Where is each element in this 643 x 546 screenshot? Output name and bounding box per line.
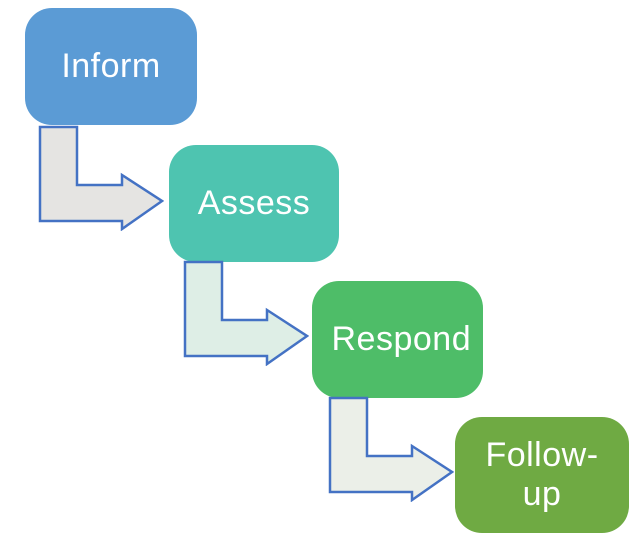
step-label-followup: Follow-up xyxy=(485,435,599,513)
step-box-assess: Assess xyxy=(169,145,339,262)
elbow-arrow-shape xyxy=(328,396,454,502)
step-label-inform: Inform xyxy=(61,46,161,85)
elbow-arrow-assess-to-respond-icon xyxy=(183,260,309,366)
elbow-arrow-shape xyxy=(38,125,164,231)
elbow-arrow-inform-to-assess-icon xyxy=(38,125,164,231)
step-box-inform: Inform xyxy=(25,8,197,125)
step-box-followup: Follow-up xyxy=(455,417,629,533)
elbow-arrow-shape xyxy=(183,260,309,366)
elbow-arrow-respond-to-followup-icon xyxy=(328,396,454,502)
step-box-respond: Respond xyxy=(312,281,483,398)
step-label-respond: Respond xyxy=(331,319,472,358)
step-label-assess: Assess xyxy=(197,183,311,222)
